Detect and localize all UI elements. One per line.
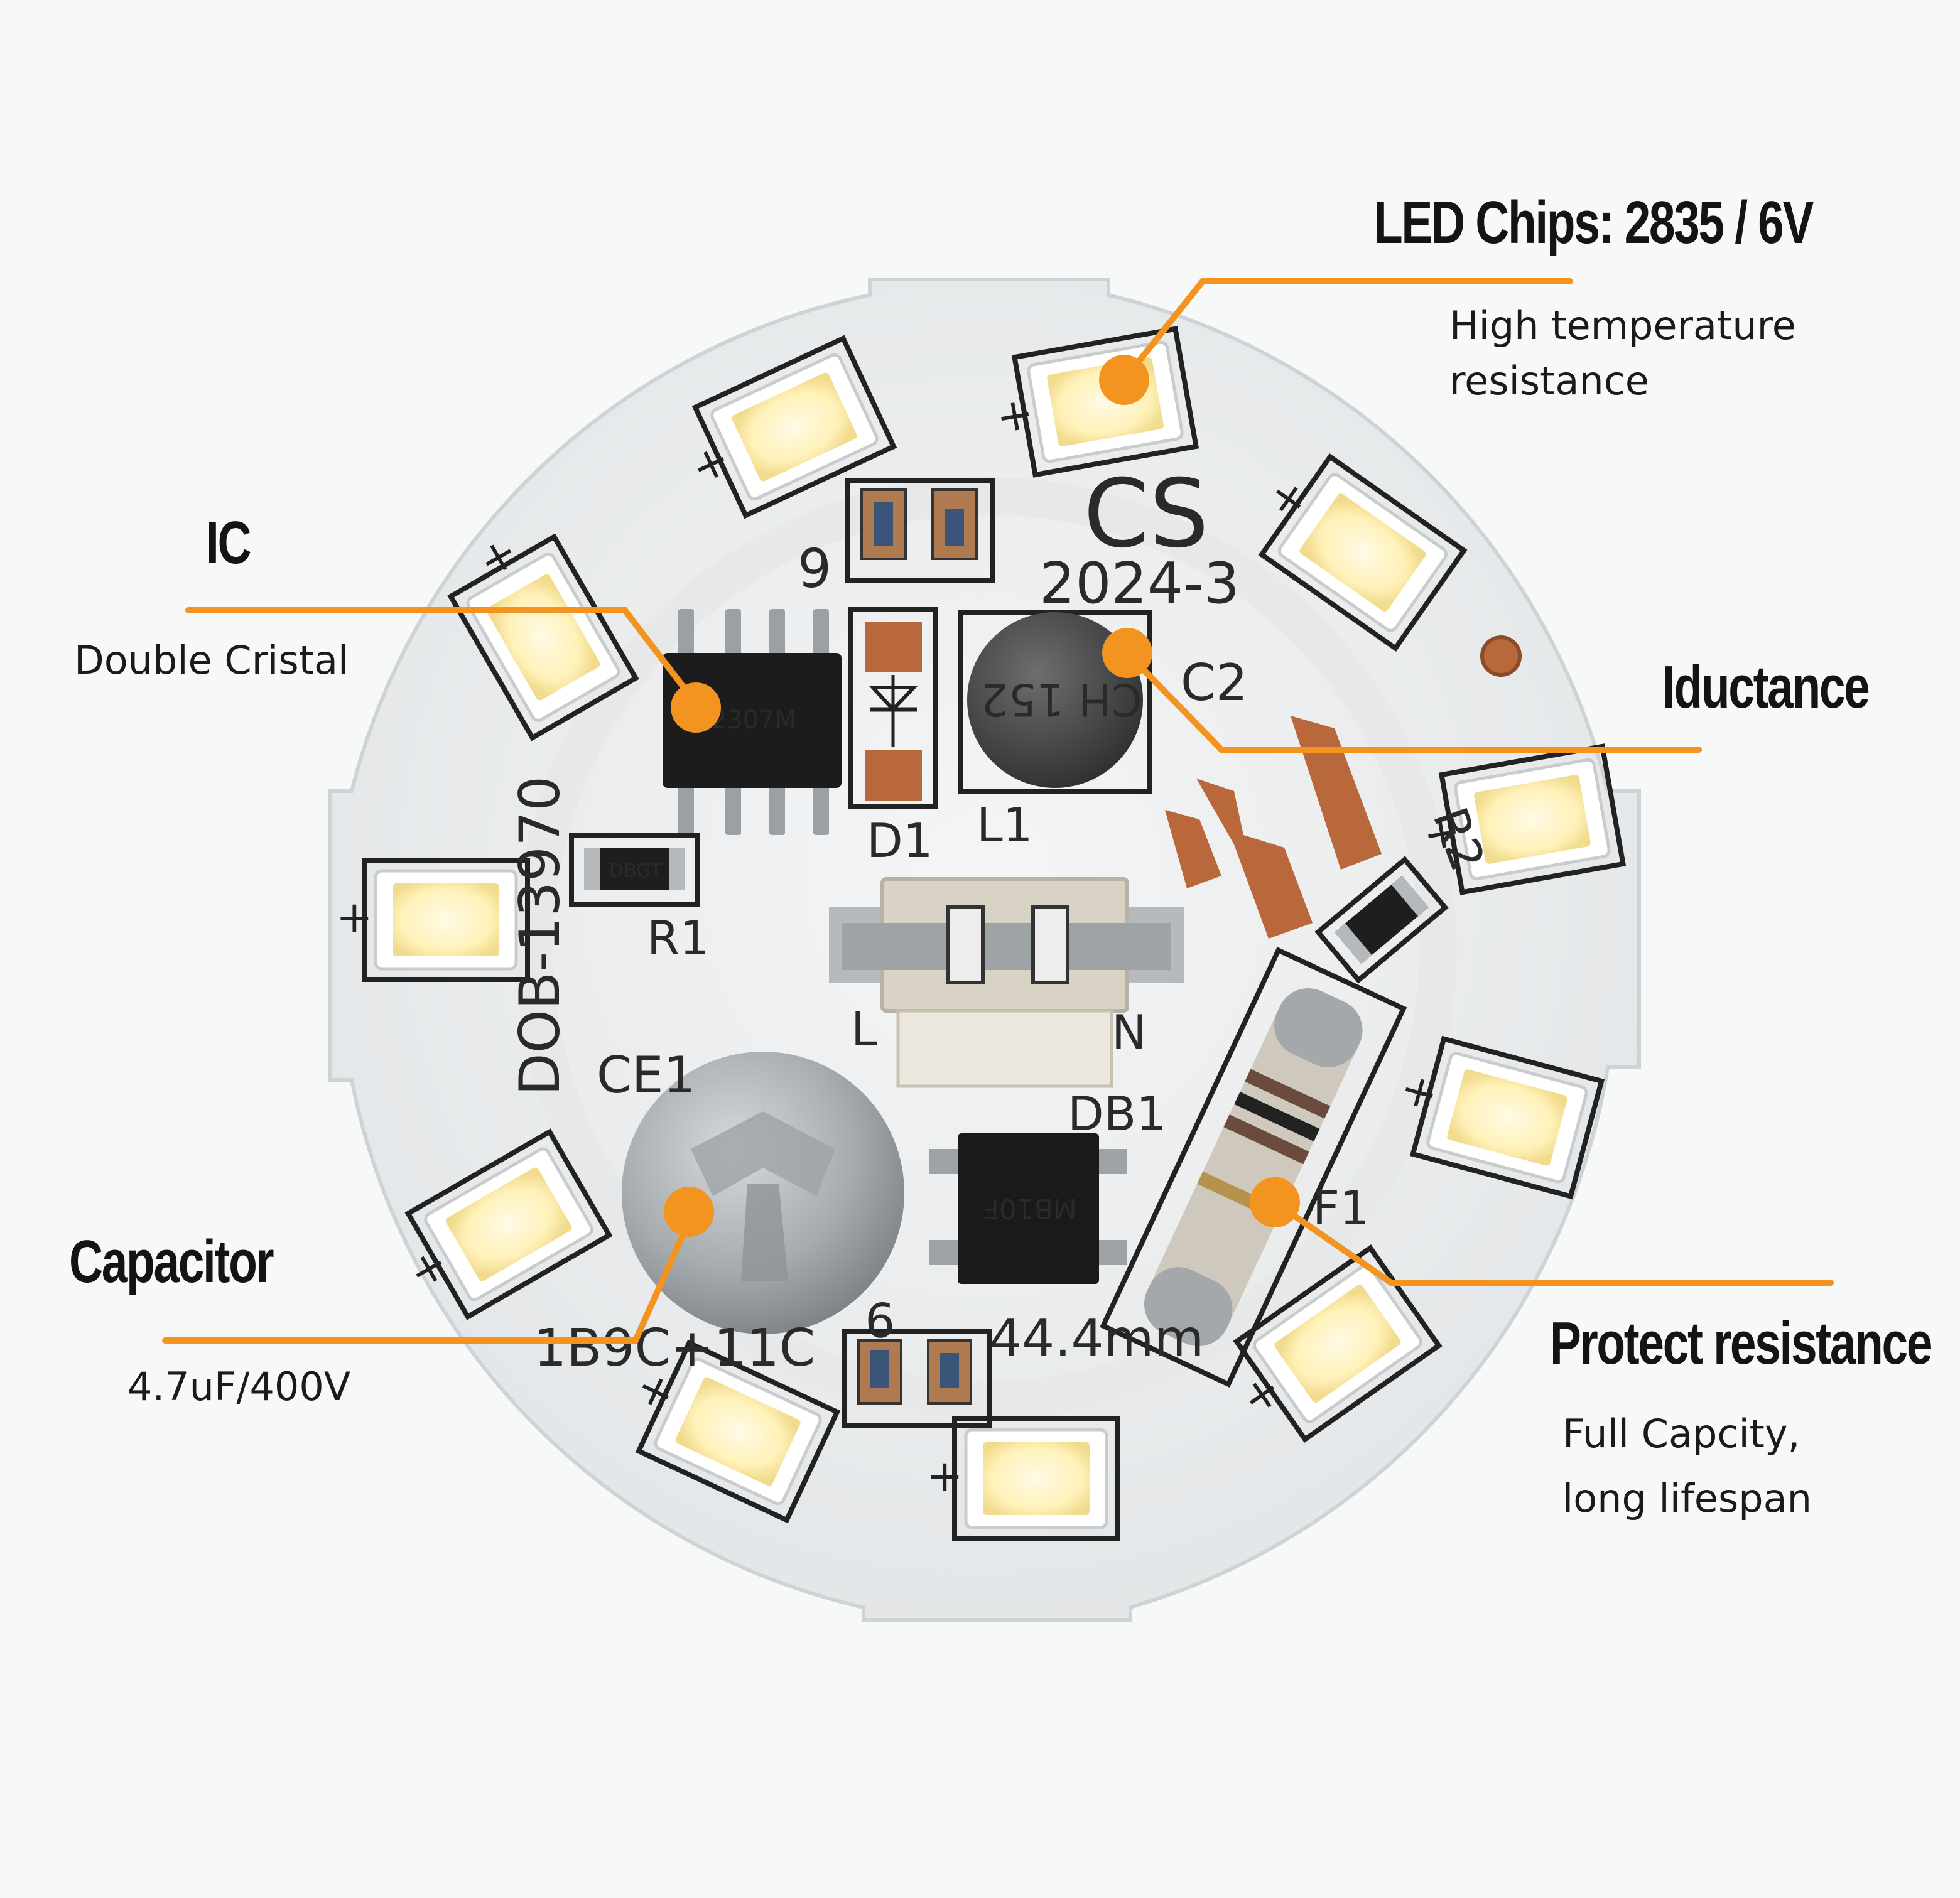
- marker-led: [1099, 355, 1149, 405]
- inductor-body: [967, 612, 1143, 788]
- marker-capacitor: [664, 1187, 714, 1237]
- silkscreen-labels: CS 2024-3 C2 D1 L1 R1 R2 CE1 DB1 F1 L N …: [507, 460, 1495, 1378]
- inductor-l1: CH 152: [958, 610, 1152, 794]
- callout-led-line-1: High temperature: [1449, 303, 1796, 348]
- marker-ic: [671, 682, 721, 733]
- label-r1: R1: [647, 910, 710, 966]
- rectifier-marking: MB10F: [983, 1192, 1076, 1224]
- size-marking: 44.4mm: [989, 1309, 1204, 1369]
- led-chip: +: [629, 1339, 841, 1524]
- callout-capacitor-line-1: 4.7uF/400V: [127, 1364, 351, 1410]
- rectifier-body: [958, 1133, 1099, 1284]
- callout-protect-line-2: long lifespan: [1562, 1475, 1812, 1521]
- label-d1: D1: [867, 813, 933, 868]
- callout-inductance-title: Iductance: [1662, 654, 1870, 721]
- label-n: N: [1112, 1005, 1147, 1060]
- board-trace-ring: [515, 477, 1457, 1419]
- leader-line-capacitor: [162, 1218, 692, 1344]
- label-c2: C2: [1181, 654, 1248, 712]
- led-chip: +: [1419, 743, 1627, 895]
- leader-line-led: [1121, 278, 1573, 383]
- resistor-r1: DBGT: [569, 833, 700, 907]
- label-l1: L1: [977, 797, 1033, 853]
- mounting-pad: [1480, 635, 1522, 677]
- copper-pad: [1291, 716, 1382, 870]
- led-chip: +: [336, 858, 530, 982]
- leader-line-protect: [1272, 1199, 1834, 1286]
- label-nine-bottom: 9: [865, 1291, 895, 1347]
- leader-line-inductance: [1124, 650, 1702, 753]
- rectifier-db1: MB10F: [929, 1133, 1127, 1284]
- polarity-mark: +: [926, 1450, 963, 1502]
- callout-led-title: LED Chips: 2835 / 6V: [1374, 189, 1814, 256]
- diode-d1: [848, 607, 938, 809]
- marker-protect: [1250, 1177, 1300, 1227]
- led-chip: +: [683, 335, 897, 519]
- date-marking: 2024-3: [1039, 551, 1240, 617]
- led-chip: +: [399, 1128, 613, 1320]
- label-f1: F1: [1313, 1180, 1370, 1236]
- leader-line-ic: [185, 607, 699, 706]
- polarity-mark: +: [1419, 804, 1465, 861]
- polarity-mark: +: [992, 387, 1037, 444]
- inductor-marking: CH 152: [980, 674, 1142, 725]
- callout-ic-title: IC: [206, 509, 252, 576]
- copper-pads: [1165, 716, 1382, 939]
- callout-ic-line-1: Double Cristal: [74, 637, 349, 683]
- pad-pair-top: [845, 478, 995, 583]
- capacitor-ce1: [622, 1052, 904, 1334]
- led-chip: +: [1395, 1035, 1605, 1200]
- resistor-marking: DBGT: [609, 860, 662, 882]
- callout-protect-title: Protect resistance: [1550, 1310, 1932, 1377]
- resistor-r2: [1314, 856, 1449, 984]
- code-marking: 1B9C+11C: [534, 1318, 815, 1378]
- label-db1: DB1: [1068, 1086, 1166, 1141]
- label-l: L: [851, 1001, 877, 1057]
- leader-lines: [162, 278, 1834, 1344]
- ic-marking: 2307M: [711, 706, 796, 735]
- callout-capacitor-title: Capacitor: [69, 1228, 274, 1295]
- marker-inductance: [1102, 628, 1152, 678]
- label-nine-top: 9: [798, 538, 831, 600]
- copper-pad: [1165, 810, 1221, 888]
- fuse-f1: [1100, 947, 1407, 1388]
- led-chip: +: [926, 1416, 1120, 1541]
- copper-pad: [1196, 779, 1313, 939]
- pad-pair-bottom: [842, 1329, 992, 1428]
- input-terminal: [829, 877, 1184, 1088]
- model-marking: DOB-13970: [507, 776, 572, 1096]
- label-ce1: CE1: [597, 1046, 695, 1104]
- led-ring: +++++++++++: [336, 326, 1627, 1541]
- callout-led-line-2: resistance: [1449, 358, 1649, 404]
- callout-protect-line-1: Full Capcity,: [1562, 1411, 1800, 1457]
- brand-marking: CS: [1083, 460, 1209, 569]
- polarity-mark: +: [336, 892, 373, 943]
